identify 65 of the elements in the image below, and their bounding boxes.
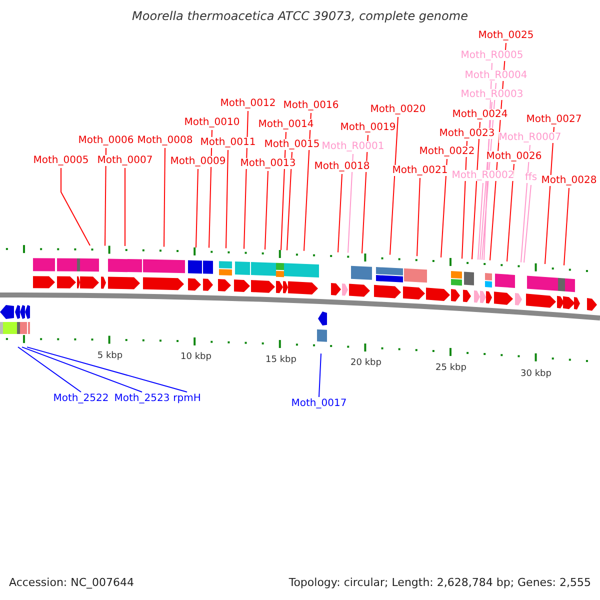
gene-label: Moth_2523 — [114, 393, 170, 404]
gene-label: Moth_0014 — [258, 119, 314, 130]
scale-label: 15 kbp — [266, 355, 296, 366]
leader-line — [196, 168, 198, 248]
gene-label: Moth_0025 — [478, 30, 534, 41]
diagram-title: Moorella thermoacetica ATCC 39073, complete genome — [132, 9, 468, 23]
gene-label: Moth_0018 — [314, 161, 370, 172]
leader-line — [348, 154, 354, 254]
gene-label: Moth_0012 — [220, 98, 276, 109]
leader-line — [26, 346, 188, 392]
gene-label: Moth_0006 — [78, 135, 134, 146]
gene-label: Moth_2522 — [53, 393, 109, 404]
gene-label: Moth_0007 — [97, 155, 153, 166]
gene-label: Moth_R0002 — [452, 170, 514, 181]
leader-line — [264, 170, 268, 250]
leader-line — [18, 346, 82, 392]
gene-label: Moth_R0004 — [464, 70, 528, 81]
leader-line — [104, 148, 106, 246]
scale-label: 20 kbp — [350, 358, 382, 369]
leader-line — [520, 144, 530, 263]
gene-label: Moth_0016 — [283, 100, 339, 111]
gene-label: Moth_0015 — [264, 139, 320, 150]
leader-line — [22, 346, 142, 392]
leader-line — [338, 174, 342, 253]
gene-label: Moth_0009 — [170, 156, 226, 167]
leader-line — [390, 116, 398, 256]
leader-line — [318, 353, 322, 398]
leader-line — [506, 164, 514, 262]
gene-label: Moth_0011 — [200, 137, 256, 148]
accession-text: Accession: NC_007644 — [9, 576, 134, 589]
leader-line — [524, 184, 532, 264]
leader-line — [440, 158, 448, 258]
leader-line — [164, 148, 166, 248]
gene-label: Moth_0013 — [240, 158, 296, 169]
leader-line — [564, 188, 570, 266]
gene-label: Moth_0019 — [340, 122, 396, 133]
gene-label: Moth_0021 — [392, 165, 448, 176]
gene-label: Moth_0017 — [291, 398, 347, 409]
scale-label: 10 kbp — [180, 352, 212, 363]
genome-stats-text: Topology: circular; Length: 2,628,784 bp; Genes: 2,555 — [288, 576, 591, 589]
gene-label: rpmH — [173, 393, 201, 404]
leader-line — [416, 178, 420, 257]
gene-label: Moth_0024 — [452, 109, 508, 120]
gene-label: Moth_0020 — [370, 104, 426, 115]
gene-label: Moth_0008 — [137, 135, 193, 146]
leader-line — [286, 152, 292, 251]
gene-label: ffs — [524, 172, 538, 183]
gene-label: Moth_0027 — [526, 114, 582, 125]
scale-label: 30 kbp — [520, 369, 552, 380]
gene-label: Moth_0022 — [419, 146, 475, 157]
leader-line — [124, 168, 126, 246]
leader-line — [478, 182, 484, 260]
gene-label: Moth_0023 — [439, 128, 495, 139]
gene-label: Moth_R0005 — [460, 50, 524, 61]
scale-label: 5 kbp — [97, 351, 123, 362]
scale-label: 25 kbp — [436, 363, 466, 374]
gene-label: Moth_R0007 — [498, 132, 562, 143]
gene-label: Moth_0026 — [486, 151, 542, 162]
gene-label: Moth_0028 — [541, 175, 597, 186]
gene-label: Moth_0010 — [184, 117, 240, 128]
gene-label: Moth_R0003 — [460, 89, 524, 100]
gene-label: Moth_0005 — [33, 155, 89, 166]
gene-label: Moth_R0001 — [322, 141, 384, 152]
leader-line — [60, 168, 90, 246]
leader-line — [226, 150, 228, 249]
